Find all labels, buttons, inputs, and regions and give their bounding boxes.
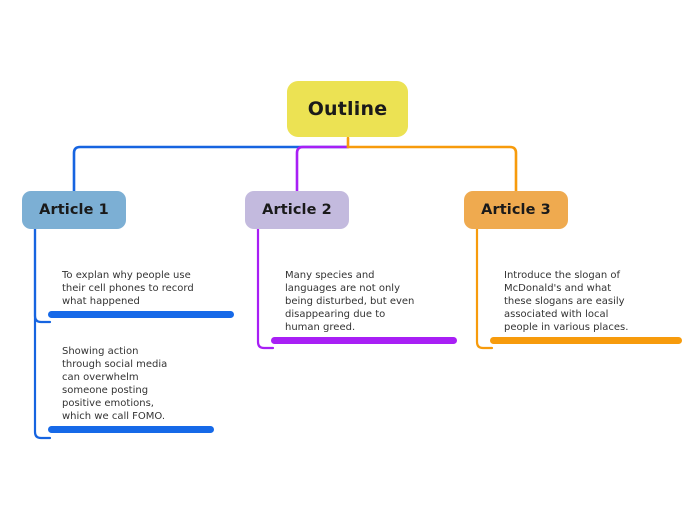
leaf-underline-bar	[271, 337, 457, 344]
connector-article-3-spine	[475, 227, 494, 350]
leaf-article-1-item-2[interactable]: Showing action through social media can …	[48, 345, 214, 433]
node-article-1[interactable]: Article 1	[22, 191, 126, 229]
node-article-2[interactable]: Article 2	[245, 191, 349, 229]
leaf-article-3-item-1[interactable]: Introduce the slogan of McDonald's and w…	[490, 269, 682, 344]
leaf-article-2-item-1[interactable]: Many species and languages are not only …	[271, 269, 457, 344]
leaf-underline-bar	[490, 337, 682, 344]
leaf-text: Many species and languages are not only …	[285, 270, 415, 333]
leaf-text: Introduce the slogan of McDonald's and w…	[504, 270, 629, 333]
leaf-text: Showing action through social media can …	[62, 346, 168, 422]
leaf-text: To explan why people use their cell phon…	[62, 270, 194, 307]
node-outline[interactable]: Outline	[287, 81, 408, 137]
connector-article-2-spine	[256, 227, 275, 350]
leaf-underline-bar	[48, 311, 234, 318]
connector-article-1-leaf-2	[33, 227, 52, 440]
connector-root-to-article-3	[346, 136, 518, 193]
connector-root-to-article-1	[72, 145, 350, 193]
leaf-article-1-item-1[interactable]: To explan why people use their cell phon…	[48, 269, 234, 318]
node-article-3[interactable]: Article 3	[464, 191, 568, 229]
connector-root-to-article-2	[295, 145, 350, 193]
leaf-underline-bar	[48, 426, 214, 433]
connector-article-1-spine	[33, 227, 52, 324]
